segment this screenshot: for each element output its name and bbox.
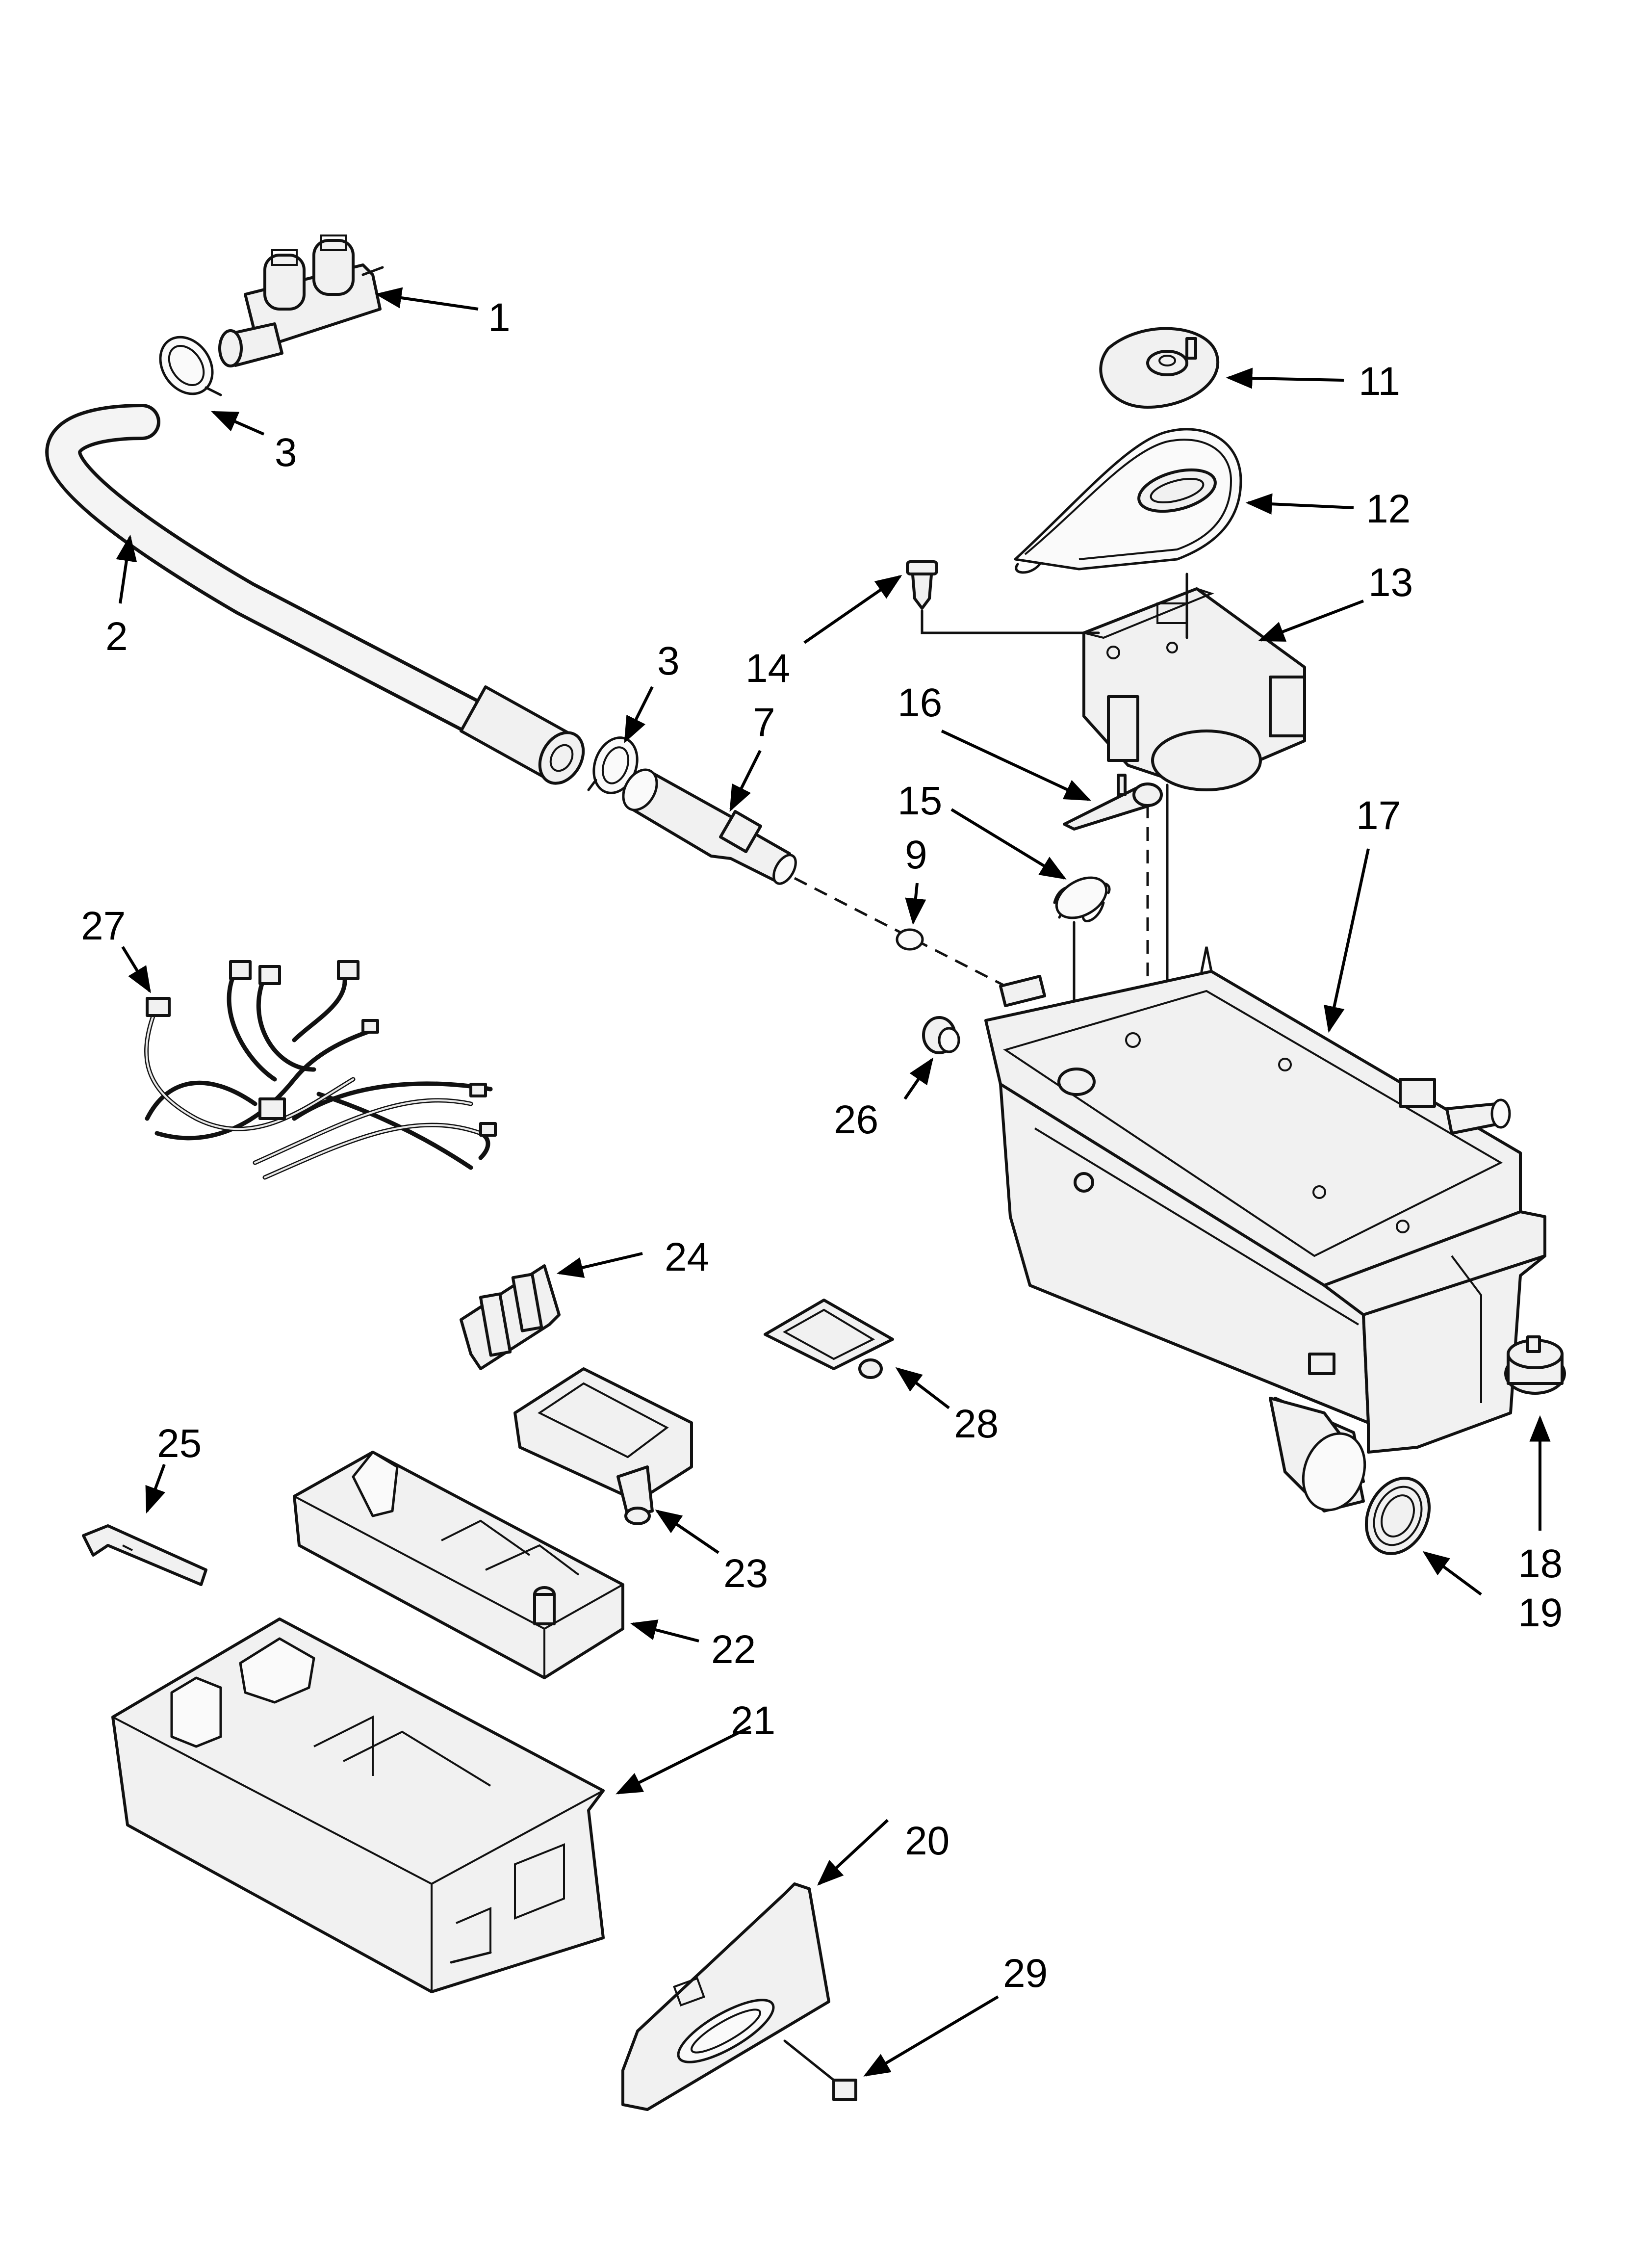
label-14: 14 <box>745 646 790 691</box>
part-2-fill-hose <box>45 404 585 785</box>
part-1-water-valve <box>218 235 384 367</box>
leader-15 <box>950 808 1067 880</box>
leader-11 <box>1226 367 1344 389</box>
leader-25 <box>145 1463 166 1514</box>
leader-3a <box>211 411 265 436</box>
part-21-dispenser-drawer <box>111 1617 605 1993</box>
leader-3b <box>624 686 654 743</box>
label-23: 23 <box>723 1551 768 1596</box>
label-11: 11 <box>1359 359 1400 404</box>
leader-26 <box>903 1057 934 1100</box>
label-13: 13 <box>1368 560 1413 605</box>
part-23-siphon-cup <box>513 1367 693 1525</box>
part-20-drawer-front <box>621 1882 830 2111</box>
part-3a-hose-clamp <box>159 336 222 396</box>
label-16: 16 <box>898 680 942 725</box>
part-17-dispenser-housing <box>984 946 1546 1483</box>
leader-23 <box>655 1509 719 1554</box>
label-2: 2 <box>105 614 128 659</box>
leader-7 <box>729 750 762 812</box>
part-27-wire-harness <box>144 960 497 1180</box>
label-26: 26 <box>834 1097 878 1142</box>
label-18: 18 <box>1518 1541 1563 1586</box>
part-14-screw <box>906 560 1100 634</box>
label-3b: 3 <box>657 639 680 683</box>
leader-arrows <box>116 287 1551 2077</box>
part-18-sensor <box>1504 1335 1566 1395</box>
label-1: 1 <box>488 295 511 340</box>
leader-19 <box>1422 1551 1482 1596</box>
part-29-label <box>832 2079 857 2101</box>
label-22: 22 <box>711 1627 756 1672</box>
leader-13 <box>1257 600 1364 642</box>
label-20: 20 <box>905 1819 949 1863</box>
label-7: 7 <box>753 700 775 745</box>
leader-14 <box>803 574 902 644</box>
label-25: 25 <box>157 1421 202 1466</box>
leader-17 <box>1324 848 1370 1033</box>
part-3b-hose-clamp <box>587 736 639 794</box>
leader-16 <box>941 730 1091 801</box>
leader-27 <box>121 946 151 993</box>
part-25-clip <box>82 1524 207 1586</box>
leader-2 <box>116 534 137 604</box>
part-16-lever <box>1063 774 1163 831</box>
label-3a: 3 <box>275 430 297 475</box>
part-15-spring <box>1053 876 1111 922</box>
part-22-dispenser-insert <box>293 1451 624 1679</box>
part-28-bracket <box>764 1299 894 1379</box>
part-13-actuator-bracket <box>1080 573 1306 791</box>
label-9: 9 <box>905 833 927 877</box>
leader-22 <box>630 1619 699 1642</box>
leader-9 <box>905 883 926 925</box>
leader-20 <box>817 1819 889 1886</box>
part-labels: 1 2 3 3 7 9 11 12 13 14 15 16 17 18 19 2… <box>81 295 1563 1996</box>
label-15: 15 <box>898 779 942 823</box>
leader-28 <box>895 1367 950 1409</box>
label-24: 24 <box>665 1235 709 1279</box>
part-7-inlet-tube <box>622 768 797 885</box>
part-26-plug <box>922 1016 960 1054</box>
label-17: 17 <box>1356 793 1401 838</box>
part-19-coupler <box>1269 1397 1431 1555</box>
label-28: 28 <box>954 1402 999 1446</box>
part-9-o-ring <box>896 928 924 951</box>
leader-12 <box>1245 493 1354 515</box>
leader-21 <box>616 1725 751 1795</box>
assembly-line-label <box>783 2039 835 2082</box>
label-27: 27 <box>81 904 126 948</box>
label-21: 21 <box>731 1698 775 1743</box>
label-12: 12 <box>1366 487 1411 531</box>
leader-29 <box>863 1995 999 2077</box>
label-29: 29 <box>1003 1951 1048 1996</box>
part-11-siphon-cap <box>1099 327 1220 409</box>
part-12-gasket <box>1014 428 1242 574</box>
part-24-bracket <box>460 1264 561 1370</box>
leader-24 <box>556 1252 643 1278</box>
leader-1 <box>375 287 479 311</box>
label-19: 19 <box>1518 1590 1563 1635</box>
